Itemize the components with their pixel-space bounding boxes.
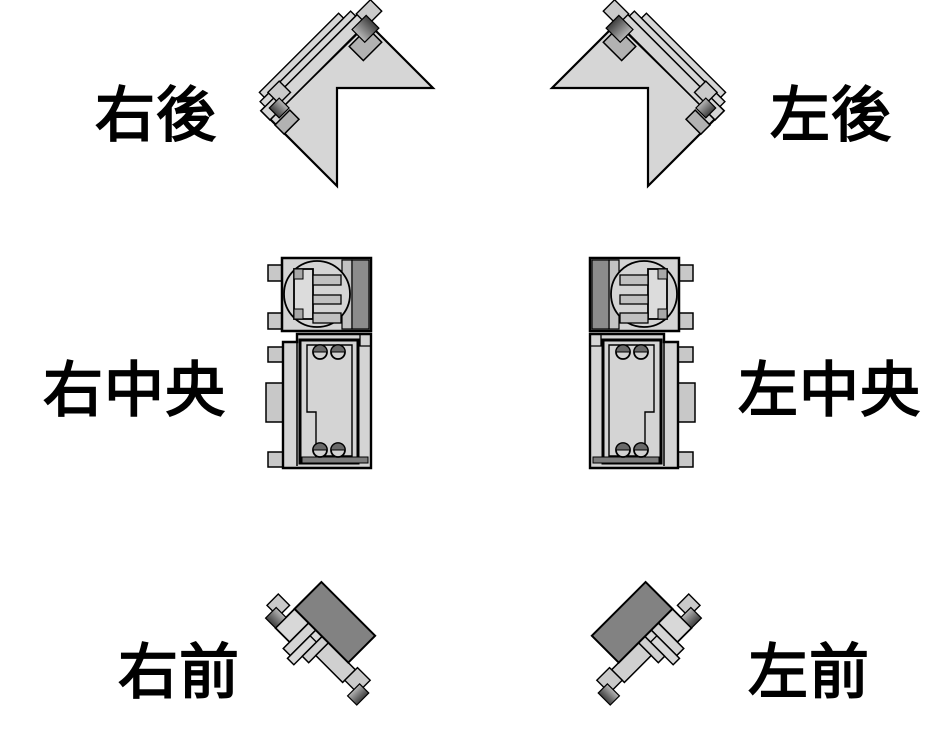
- gradient-cap: [346, 682, 370, 706]
- bolt-top: [330, 442, 346, 451]
- contact-bar: [312, 312, 342, 324]
- left-front-figure: [565, 565, 718, 718]
- contact-bar: [312, 274, 342, 286]
- label-right-rear: 右後: [95, 82, 217, 149]
- bolt-top: [312, 344, 328, 353]
- label-left-front: 左前: [748, 639, 870, 706]
- end-cap: [343, 666, 372, 695]
- connector-notch: [293, 268, 304, 280]
- dark-block: [293, 580, 377, 665]
- end-cap: [266, 80, 292, 105]
- contact-bar: [312, 294, 342, 305]
- strip: [258, 12, 345, 99]
- end-cap: [348, 27, 383, 62]
- bolts: [312, 344, 346, 458]
- bolt-top: [312, 442, 328, 451]
- connector-notch: [293, 308, 304, 320]
- housing-dark-strip: [351, 259, 370, 330]
- right-rear-figure: [258, 0, 436, 189]
- rear-strip-stack: [258, 0, 383, 136]
- notch-line: [359, 334, 371, 347]
- inner-plate: [298, 338, 360, 465]
- front-strip-stack: [264, 580, 377, 706]
- gradient-cap: [268, 97, 290, 119]
- bolt-top: [330, 344, 346, 353]
- label-left-rear: 左後: [770, 82, 892, 149]
- end-cap: [273, 109, 301, 136]
- label-right-center: 右中央: [43, 357, 226, 424]
- label-right-front: 右前: [118, 639, 240, 706]
- side-tab: [267, 451, 285, 468]
- gradient-cap: [264, 606, 287, 629]
- side-tab: [267, 346, 285, 363]
- bottom-dark-bar: [301, 456, 369, 464]
- right-front-figure: [264, 580, 377, 706]
- label-left-center: 左中央: [738, 357, 921, 424]
- gradient-cap: [351, 14, 380, 44]
- right-center-figure: [265, 256, 373, 470]
- left-center-figure: [588, 256, 697, 470]
- left-rear-figure: [550, 0, 736, 188]
- side-tab: [265, 382, 285, 423]
